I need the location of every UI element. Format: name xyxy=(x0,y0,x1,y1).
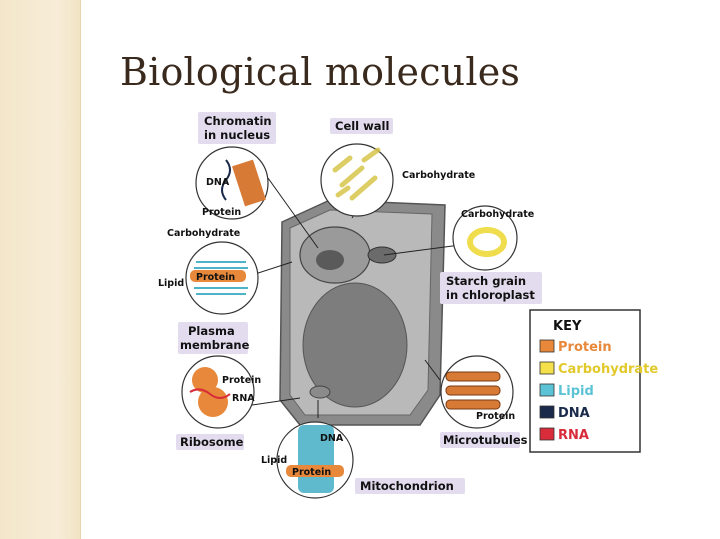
svg-text:in nucleus: in nucleus xyxy=(204,128,270,142)
svg-text:DNA: DNA xyxy=(320,433,344,444)
svg-text:RNA: RNA xyxy=(558,428,589,443)
svg-text:Protein: Protein xyxy=(558,340,612,355)
svg-text:Cell wall: Cell wall xyxy=(335,119,389,133)
svg-text:in chloroplast: in chloroplast xyxy=(446,288,535,302)
mitochondrion-shape xyxy=(309,385,331,399)
svg-text:Protein: Protein xyxy=(202,207,241,218)
svg-text:Lipid: Lipid xyxy=(558,384,594,399)
svg-text:Mitochondrion: Mitochondrion xyxy=(360,479,454,493)
svg-text:Protein: Protein xyxy=(476,411,515,422)
svg-text:KEY: KEY xyxy=(553,319,582,334)
mitochondrion-callout: Protein DNA Lipid Mitochondrion xyxy=(261,421,465,499)
slide-title: Biological molecules xyxy=(120,50,521,94)
svg-text:membrane: membrane xyxy=(180,338,250,352)
plant-cell xyxy=(279,199,446,426)
chromatin-callout: Chromatin in nucleus DNA Protein xyxy=(195,112,276,220)
svg-text:Lipid: Lipid xyxy=(158,278,184,289)
chloroplast xyxy=(367,246,397,264)
legend: KEY Protein Carbohydrate Lipid DNA RNA xyxy=(529,309,658,453)
legend-item-rna: RNA xyxy=(539,427,589,443)
svg-text:RNA: RNA xyxy=(232,393,255,404)
plasma-membrane-callout: Carbohydrate Protein Lipid Plasma membra… xyxy=(158,228,259,354)
legend-item-protein: Protein xyxy=(539,339,612,355)
legend-item-dna: DNA xyxy=(539,405,590,421)
svg-text:Lipid: Lipid xyxy=(261,455,287,466)
svg-text:Carbohydrate: Carbohydrate xyxy=(167,228,240,239)
svg-text:Protein: Protein xyxy=(222,375,261,386)
legend-item-lipid: Lipid xyxy=(539,383,594,399)
svg-text:Starch grain: Starch grain xyxy=(446,274,526,288)
svg-text:Protein: Protein xyxy=(196,272,235,283)
svg-text:Carbohydrate: Carbohydrate xyxy=(558,362,658,377)
svg-text:Microtubules: Microtubules xyxy=(443,433,528,447)
microtubules-callout: Protein Microtubules xyxy=(440,355,528,448)
legend-item-carbohydrate: Carbohydrate xyxy=(539,361,658,377)
svg-text:Plasma: Plasma xyxy=(188,324,235,338)
svg-text:Carbohydrate: Carbohydrate xyxy=(402,170,475,181)
svg-text:Carbohydrate: Carbohydrate xyxy=(461,209,534,220)
svg-text:Ribosome: Ribosome xyxy=(180,435,244,449)
svg-text:DNA: DNA xyxy=(206,177,230,188)
svg-text:Chromatin: Chromatin xyxy=(204,114,272,128)
decorative-sidebar xyxy=(0,0,81,539)
ribosome-callout: Protein RNA Ribosome xyxy=(176,355,261,450)
cell-wall-callout: Cell wall Carbohydrate xyxy=(320,118,475,217)
starch-grain-callout: Carbohydrate Starch grain in chloroplast xyxy=(440,205,542,304)
svg-text:Protein: Protein xyxy=(292,467,331,478)
svg-text:DNA: DNA xyxy=(558,406,590,421)
